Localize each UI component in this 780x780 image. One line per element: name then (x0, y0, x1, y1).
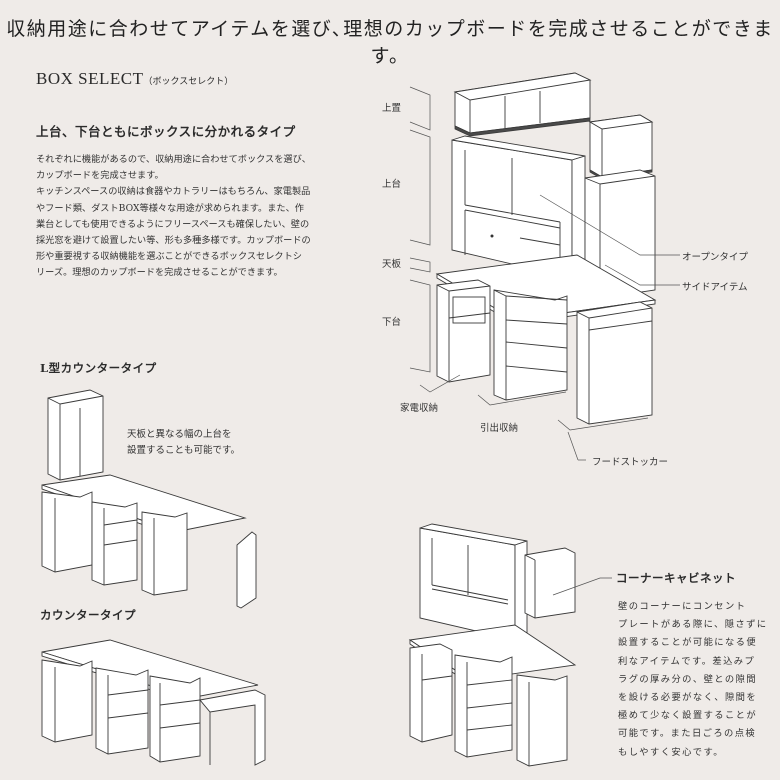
l-type-illustration (41, 389, 257, 609)
counter-type-illustration (41, 639, 266, 766)
corner-line: ラグの厚み分の、壁との隙間 (618, 673, 757, 685)
description-line: 採光窓を避けて設置したい等、形も多種多様です。カップボードの (36, 235, 311, 247)
corner-line: 可能です。また日ごろの点検 (618, 728, 757, 740)
callout-open-type: オープンタイプ (682, 252, 748, 263)
corner-cabinet-description: 壁のコーナーにコンセント プレートがある際に、隠さずに 設置することが可能になる… (618, 598, 768, 762)
section-title-sub: （ボックスセレクト） (143, 76, 234, 86)
page-headline: 収納用途に合わせてアイテムを選び､理想のカップボードを完成させることができます。 (6, 18, 774, 67)
corner-cabinet-illustration (408, 523, 612, 767)
corner-line: プレートがある際に、隠さずに (618, 619, 768, 631)
description-line: 形や重要視する収納機能を選ぶことができるボックスセレクトシ (36, 251, 302, 263)
subheading: 上台、下台ともにボックスに分かれるタイプ (36, 124, 296, 139)
corner-line: 利なアイテムです。差込みプ (618, 655, 756, 667)
l-type-note: 天板と異なる幅の上台を 設置することも可能です。 (127, 427, 240, 458)
section-title-main: BOX SELECT (36, 69, 144, 88)
counter-type-title: カウンタータイプ (40, 608, 136, 622)
label-lower: 下台 (382, 317, 402, 328)
description-line: やフード類、ダストBOX等様々な用途が求められます。また、作 (36, 202, 304, 214)
section-title: BOX SELECT（ボックスセレクト） (36, 69, 233, 89)
callout-side-item: サイドアイテム (682, 282, 748, 293)
main-cupboard-diagram (409, 72, 680, 461)
description-line: キッチンスペースの収納は食器やカトラリーはもちろん、家電製品 (36, 186, 311, 198)
corner-line: 壁のコーナーにコンセント (618, 601, 747, 612)
corner-line: を設ける必要がなく、隙間を (618, 692, 758, 704)
corner-line: 極めて少なく設置することが (618, 710, 758, 722)
corner-line: 設置することが可能になる便 (618, 637, 758, 649)
l-type-title: L型カウンタータイプ (40, 361, 157, 375)
l-type-note-line: 設置することも可能です。 (127, 444, 241, 456)
description-line: それぞれに機能があるので、収納用途に合わせてボックスを選び、 (36, 154, 311, 165)
corner-cabinet-title: コーナーキャビネット (616, 571, 736, 585)
label-countertop: 天板 (382, 259, 402, 270)
l-type-note-line: 天板と異なる幅の上台を (127, 429, 232, 440)
label-drawer-storage: 引出収納 (480, 423, 519, 434)
label-appliance-storage: 家電収納 (400, 403, 439, 414)
description-line: カップボードを完成させます。 (36, 170, 164, 182)
description-line: リーズ。理想のカップボードを完成させることができます。 (36, 267, 283, 279)
label-upper: 上台 (382, 179, 402, 190)
description: それぞれに機能があるので、収納用途に合わせてボックスを選び、 カップボードを完成… (36, 152, 348, 282)
label-food-stocker: フードストッカー (592, 457, 669, 468)
label-upper-top: 上置 (382, 103, 402, 114)
description-line: 業台としても使用できるようにフリースペースも確保したい、壁の (36, 218, 310, 230)
corner-line: もしやすく安心です。 (618, 746, 724, 758)
